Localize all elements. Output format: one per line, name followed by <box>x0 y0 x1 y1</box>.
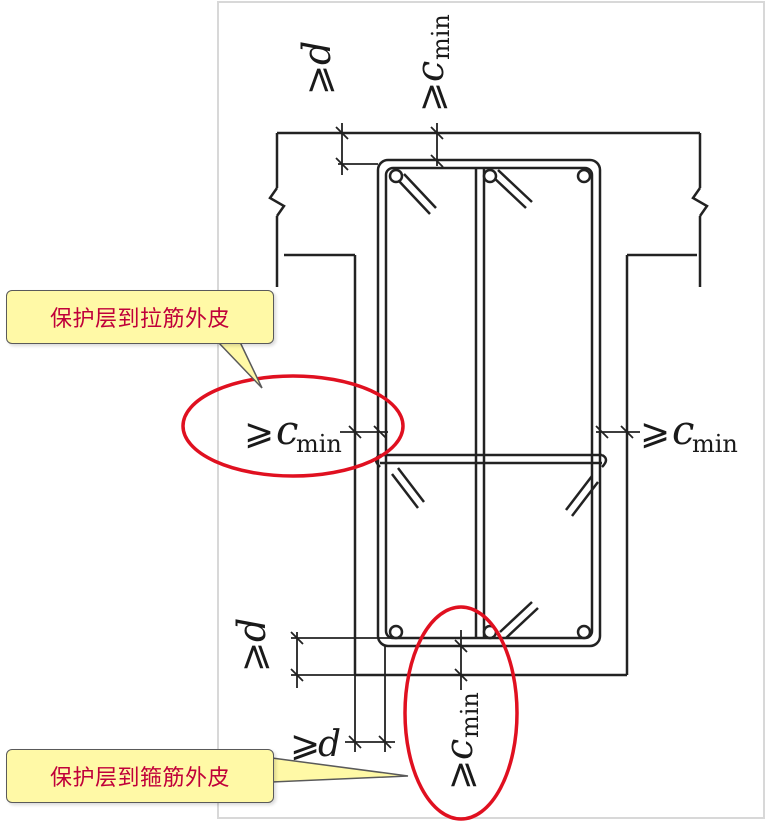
left-cmin-label: ⩾ c min <box>244 408 342 458</box>
svg-text:⩾: ⩾ <box>411 82 452 112</box>
svg-text:c: c <box>276 408 298 454</box>
highlight-ellipse-tie <box>181 374 405 478</box>
svg-text:min: min <box>427 14 455 60</box>
longitudinal-bars <box>388 168 592 640</box>
top-cmin-label: ⩾ c min <box>408 14 455 112</box>
svg-text:min: min <box>456 692 484 738</box>
bottom-horizontal-d-label: ⩾ d <box>290 724 341 765</box>
dimension-lines <box>290 123 640 752</box>
tie-bar <box>374 453 608 468</box>
svg-text:⩾: ⩾ <box>290 724 320 765</box>
svg-text:c: c <box>437 739 481 760</box>
callout-tie-cover: 保护层到拉筋外皮 <box>6 290 274 344</box>
inner-stirrup <box>474 168 486 638</box>
bottom-cmin-label: ⩾ c min <box>437 692 484 790</box>
stirrup <box>376 158 602 648</box>
svg-text:c: c <box>672 408 694 454</box>
svg-text:d: d <box>318 724 341 765</box>
concrete-outline <box>268 131 709 677</box>
svg-text:c: c <box>408 61 452 82</box>
svg-text:d: d <box>230 618 274 642</box>
right-cmin-label: ⩾ c min <box>640 408 738 458</box>
highlight-ellipse-stirrup <box>403 605 519 821</box>
svg-text:⩾: ⩾ <box>233 642 274 672</box>
svg-text:⩾: ⩾ <box>640 412 670 453</box>
svg-text:⩾: ⩾ <box>440 760 481 790</box>
bottom-d-label: ⩾ d <box>230 618 274 672</box>
svg-text:min: min <box>692 430 738 458</box>
svg-text:⩾: ⩾ <box>298 65 339 95</box>
page-border <box>217 1 765 819</box>
callout-stirrup-cover: 保护层到箍筋外皮 <box>6 749 274 803</box>
top-d-label: ⩾ d <box>295 41 339 95</box>
stirrup-hooks <box>391 169 599 639</box>
svg-text:⩾: ⩾ <box>244 412 274 453</box>
svg-text:d: d <box>295 41 339 65</box>
svg-text:min: min <box>296 430 342 458</box>
